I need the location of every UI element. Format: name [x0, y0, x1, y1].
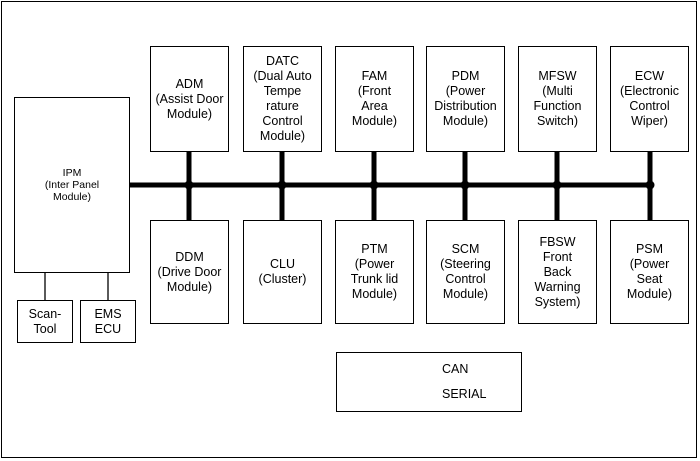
datc-box: DATC (Dual Auto Tempe rature Control Mod…	[243, 46, 322, 152]
ipm-label: IPM (Inter Panel Module)	[44, 167, 100, 203]
mfsw-label: MFSW (Multi Function Switch)	[533, 69, 582, 128]
ptm-box: PTM (Power Trunk lid Module)	[335, 220, 414, 324]
scm-box: SCM (Steering Control Module)	[426, 220, 505, 324]
scan-tool-box: Scan- Tool	[17, 300, 73, 343]
junction-adm	[184, 180, 194, 190]
legend-can-label: CAN	[442, 362, 469, 376]
ddm-label: DDM (Drive Door Module)	[157, 249, 222, 294]
pdm-box: PDM (Power Distribution Module)	[426, 46, 505, 152]
pdm-label: PDM (Power Distribution Module)	[434, 69, 497, 128]
scm-label: SCM (Steering Control Module)	[440, 242, 491, 301]
mfsw-box: MFSW (Multi Function Switch)	[518, 46, 597, 152]
ecw-label: ECW (Electronic Control Wiper)	[619, 69, 680, 128]
adm-box: ADM (Assist Door Module)	[150, 46, 229, 152]
datc-label: DATC (Dual Auto Tempe rature Control Mod…	[253, 54, 312, 143]
ems-ecu-box: EMS ECU	[80, 300, 136, 343]
fbsw-label: FBSW Front Back Warning System)	[534, 234, 581, 309]
ddm-box: DDM (Drive Door Module)	[150, 220, 229, 324]
legend-serial-label: SERIAL	[442, 387, 487, 401]
junction-ecw	[645, 180, 655, 190]
junction-datc	[277, 180, 287, 190]
ipm-box: IPM (Inter Panel Module)	[14, 97, 130, 273]
junction-pdm	[460, 180, 470, 190]
fam-box: FAM (Front Area Module)	[335, 46, 414, 152]
psm-label: PSM (Power Seat Module)	[626, 242, 673, 301]
clu-box: CLU (Cluster)	[243, 220, 322, 324]
psm-box: PSM (Power Seat Module)	[610, 220, 689, 324]
junction-mfsw	[552, 180, 562, 190]
adm-label: ADM (Assist Door Module)	[155, 76, 224, 121]
scan-tool-label: Scan- Tool	[28, 306, 62, 336]
ptm-label: PTM (Power Trunk lid Module)	[350, 242, 399, 301]
ecw-box: ECW (Electronic Control Wiper)	[610, 46, 689, 152]
clu-label: CLU (Cluster)	[258, 257, 307, 286]
junction-fam	[369, 180, 379, 190]
fbsw-box: FBSW Front Back Warning System)	[518, 220, 597, 324]
fam-label: FAM (Front Area Module)	[351, 69, 398, 128]
ems-ecu-label: EMS ECU	[94, 306, 122, 336]
legend-box	[336, 352, 522, 412]
